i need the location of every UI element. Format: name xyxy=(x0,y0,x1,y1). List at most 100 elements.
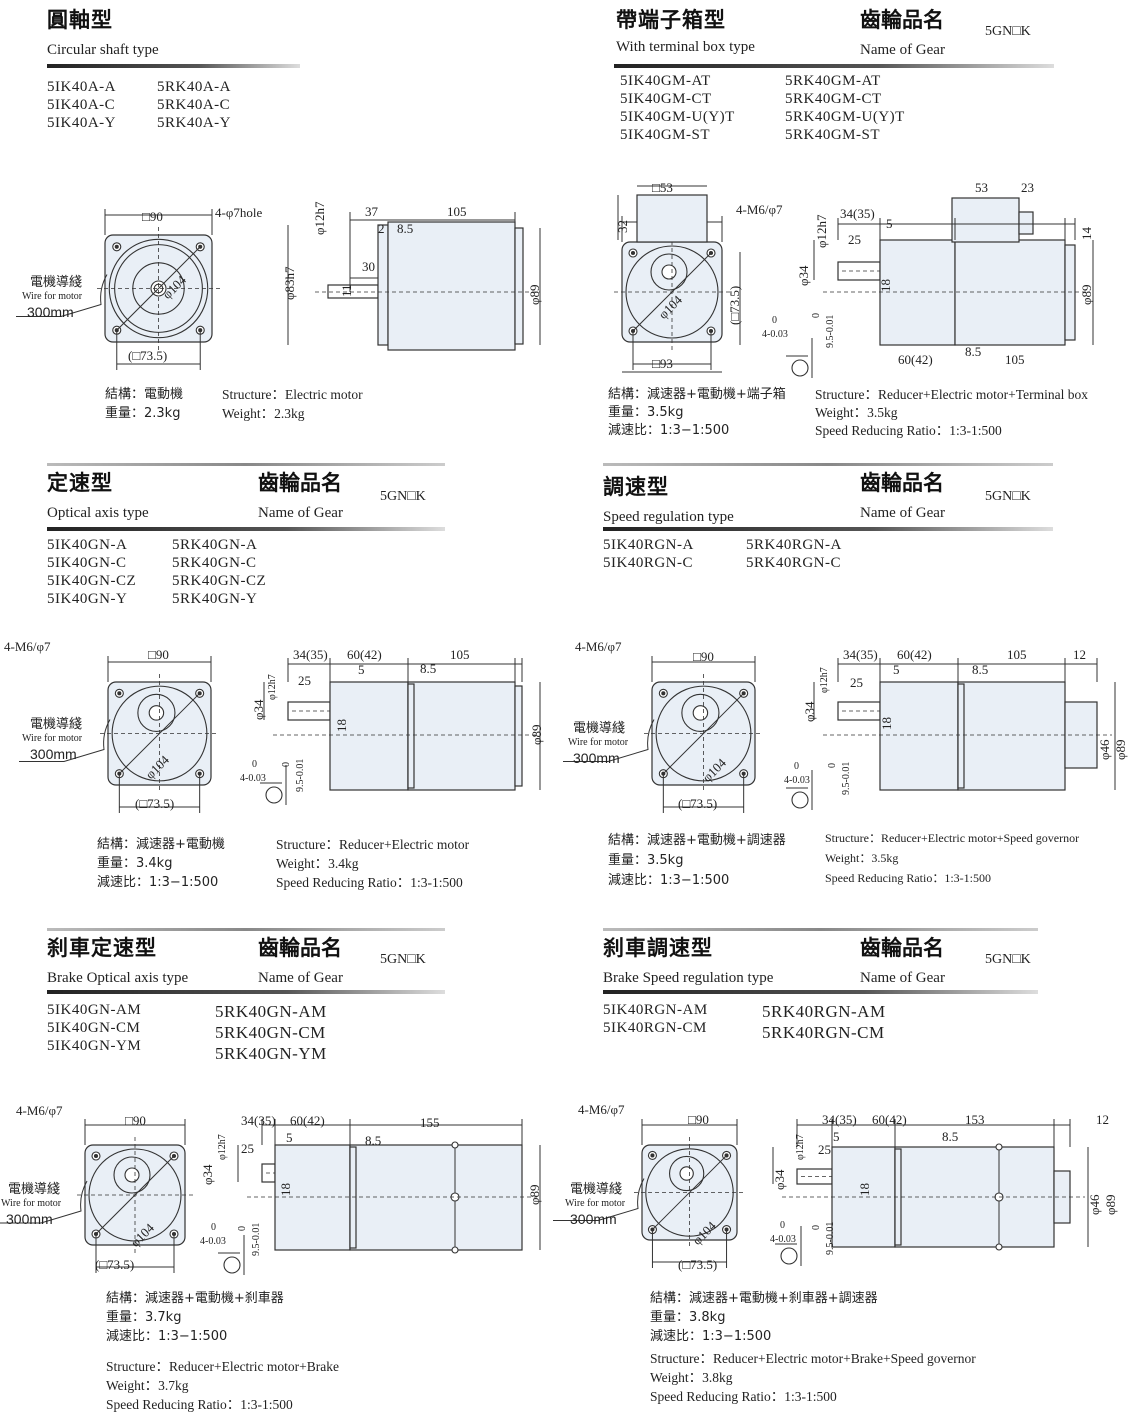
model-number: 5RK40GM-U(Y)T xyxy=(785,109,905,125)
model-number: 5IK40A-Y xyxy=(47,115,116,131)
motor-wire xyxy=(0,1180,88,1224)
spec-cn: 重量：3.4kg xyxy=(97,856,173,871)
section-title-cn: 定速型 xyxy=(47,471,113,495)
dimension-label: □90 xyxy=(148,647,169,662)
dimension-label: 105 xyxy=(1007,647,1027,662)
rear-cap xyxy=(514,227,524,345)
model-number: 5RK40A-C xyxy=(157,97,231,113)
bolt xyxy=(995,1143,1003,1151)
dimension-label: φ12h7 xyxy=(819,667,830,693)
terminal-box xyxy=(951,197,1020,243)
gear-boss xyxy=(137,693,176,732)
dimension-label: 4-φ7hole xyxy=(215,205,263,220)
diameter-leader xyxy=(118,692,201,775)
dimension-label: 60(42) xyxy=(898,352,933,367)
dimension-label: 14 xyxy=(1079,227,1094,240)
model-number: 5RK40RGN-C xyxy=(746,555,842,571)
dimension-label: φ34 xyxy=(772,1169,787,1190)
spec-cn: 重量：3.8kg xyxy=(650,1310,726,1325)
gear-code: 5GN□K xyxy=(985,489,1031,504)
section-title-en: Speed regulation type xyxy=(603,509,734,525)
model-number: 5RK40A-Y xyxy=(157,115,231,131)
dimension-label: 34(35) xyxy=(843,647,878,662)
dimension-label: 0 xyxy=(811,1225,822,1230)
spec-en: Structure：Reducer+Electric motor+Brake xyxy=(106,1359,340,1374)
front-flange xyxy=(377,224,389,346)
dimension-label: 9.5-0.01 xyxy=(251,1222,262,1256)
output-shaft xyxy=(679,1166,694,1181)
dimension-label: φ12h7 xyxy=(795,1134,806,1160)
dimension-label: Wire for motor xyxy=(565,1198,626,1209)
dimension-label: 34(35) xyxy=(241,1113,276,1128)
model-number: 5RK40GN-AM xyxy=(215,1002,327,1021)
dimension-label: 18 xyxy=(857,1183,872,1196)
section-title-cn: 圓軸型 xyxy=(47,8,113,32)
dimension-label: 0 xyxy=(827,763,838,768)
mounting-hole-center xyxy=(661,691,666,696)
terminal-box-front xyxy=(636,194,708,243)
section-title-cn: 刹車定速型 xyxy=(47,936,157,960)
dimension-label: 25 xyxy=(241,1141,254,1156)
dimension-label: 155 xyxy=(420,1115,440,1130)
section-title-en: Optical axis type xyxy=(47,505,149,521)
dimension-label: φ12h7 xyxy=(267,674,278,700)
section-divider xyxy=(614,64,1054,68)
gear-head-side xyxy=(879,681,959,791)
rear-cap xyxy=(514,685,523,787)
dimension-label: 53 xyxy=(975,180,988,195)
spec-en: Weight：2.3kg xyxy=(222,406,305,421)
dimension-label: 25 xyxy=(298,673,311,688)
gear-name-en: Name of Gear xyxy=(258,970,343,986)
dimension-label: Wire for motor xyxy=(568,737,629,748)
rear-cap xyxy=(1064,244,1076,341)
gear-code: 5GN□K xyxy=(380,952,426,967)
dimension-label: φ89 xyxy=(529,724,544,745)
dimension-label: 4-0.03 xyxy=(762,329,788,340)
motor-body-side xyxy=(957,681,1066,791)
dimension-label: 300mm xyxy=(570,1211,617,1227)
dimension-label: 4-0.03 xyxy=(200,1236,226,1247)
shaft-key-section xyxy=(791,359,809,377)
dimension-label: 34(35) xyxy=(293,647,328,662)
section-divider xyxy=(603,527,1053,531)
model-number: 5RK40RGN-A xyxy=(746,537,842,553)
diameter-leader xyxy=(632,252,712,332)
spec-cn: 重量：3.7kg xyxy=(106,1310,182,1325)
section-title-cn: 刹車調速型 xyxy=(603,936,713,960)
dimension-label: 25 xyxy=(818,1142,831,1157)
section-title-en: Brake Speed regulation type xyxy=(603,970,774,986)
diameter-leader xyxy=(116,246,201,331)
dimension-label: 0 xyxy=(811,313,822,318)
dimension-label: 12 xyxy=(1096,1112,1109,1127)
spec-cn: 減速比：1:3−1:500 xyxy=(608,873,730,888)
spec-en: Weight：3.5kg xyxy=(825,851,899,865)
dimension-label: 9.5-0.01 xyxy=(841,761,852,795)
dimension-label: 0 xyxy=(780,1220,785,1231)
gear-name-cn: 齒輪品名 xyxy=(860,936,944,960)
gear-boss xyxy=(650,253,688,291)
gear-name-en: Name of Gear xyxy=(860,42,945,58)
model-number: 5RK40GN-CM xyxy=(215,1023,326,1042)
model-number: 5IK40GM-ST xyxy=(620,127,710,143)
dimension-label: 105 xyxy=(450,647,470,662)
spec-cn: 結構：減速器+電動機+調速器 xyxy=(608,833,786,848)
bolt xyxy=(451,1141,459,1149)
dimension-label: φ46 xyxy=(1087,1194,1102,1215)
dimension-label: 8.5 xyxy=(942,1129,959,1144)
dimension-label: □93 xyxy=(652,356,673,371)
dimension-label: 105 xyxy=(1005,352,1025,367)
dimension-label: φ34 xyxy=(200,1164,215,1185)
spec-en: Structure：Reducer+Electric motor+Speed g… xyxy=(825,831,1080,845)
dimension-label: 電機導綫 xyxy=(570,1182,623,1197)
flange-ring xyxy=(957,683,965,789)
gear-code: 5GN□K xyxy=(985,24,1031,39)
dimension-label: 18 xyxy=(334,719,349,732)
spec-en: Weight：3.7kg xyxy=(106,1378,189,1393)
dimension-label: (□73.5) xyxy=(95,1257,135,1272)
shaft-key-section xyxy=(265,786,283,804)
shaft-key-section xyxy=(791,791,809,809)
model-number: 5IK40GN-YM xyxy=(47,1038,142,1054)
mounting-hole-center xyxy=(93,1153,99,1159)
dimension-label: 18 xyxy=(879,717,894,730)
